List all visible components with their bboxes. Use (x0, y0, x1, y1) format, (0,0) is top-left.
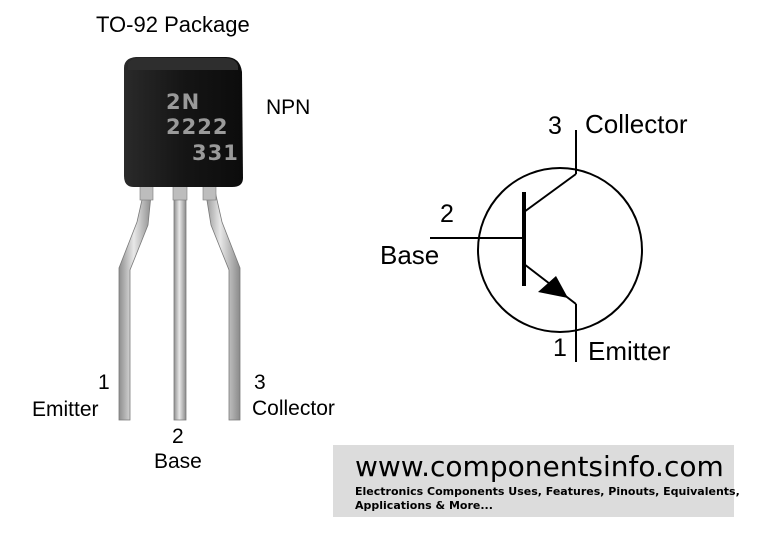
symbol-base-name: Base (380, 240, 440, 270)
body-marking-line-2: 2222 (166, 115, 229, 139)
symbol-collector-diagonal (523, 173, 577, 213)
body-marking-line-3: 331 (192, 141, 239, 165)
package-title: TO-92 Package (96, 12, 250, 37)
pin1-number: 1 (98, 371, 110, 394)
symbol-circle (477, 167, 643, 333)
pin2-number: 2 (172, 425, 184, 448)
pin3-number: 3 (254, 371, 266, 394)
package-body (124, 57, 243, 187)
symbol-base-number: 2 (440, 200, 454, 228)
transistor-type-label: NPN (266, 96, 311, 119)
symbol-collector-name: Collector (585, 109, 688, 139)
body-marking-line-1: 2N (166, 90, 201, 114)
symbol-emitter-arrow (538, 276, 568, 298)
pin2-name: Base (154, 450, 202, 473)
symbol-emitter-number: 1 (553, 334, 567, 362)
pin3-name: Collector (252, 397, 335, 420)
footer-banner: www.componentsinfo.com Electronics Compo… (333, 445, 740, 517)
pin1-name: Emitter (32, 398, 99, 421)
symbol-emitter-name: Emitter (588, 336, 671, 366)
symbol-collector-number: 3 (548, 112, 562, 140)
footer-url[interactable]: www.componentsinfo.com (355, 450, 724, 483)
footer-tagline-line-2: Applications & More... (355, 499, 493, 512)
footer-tagline-line-1: Electronics Components Uses, Features, P… (355, 485, 740, 498)
